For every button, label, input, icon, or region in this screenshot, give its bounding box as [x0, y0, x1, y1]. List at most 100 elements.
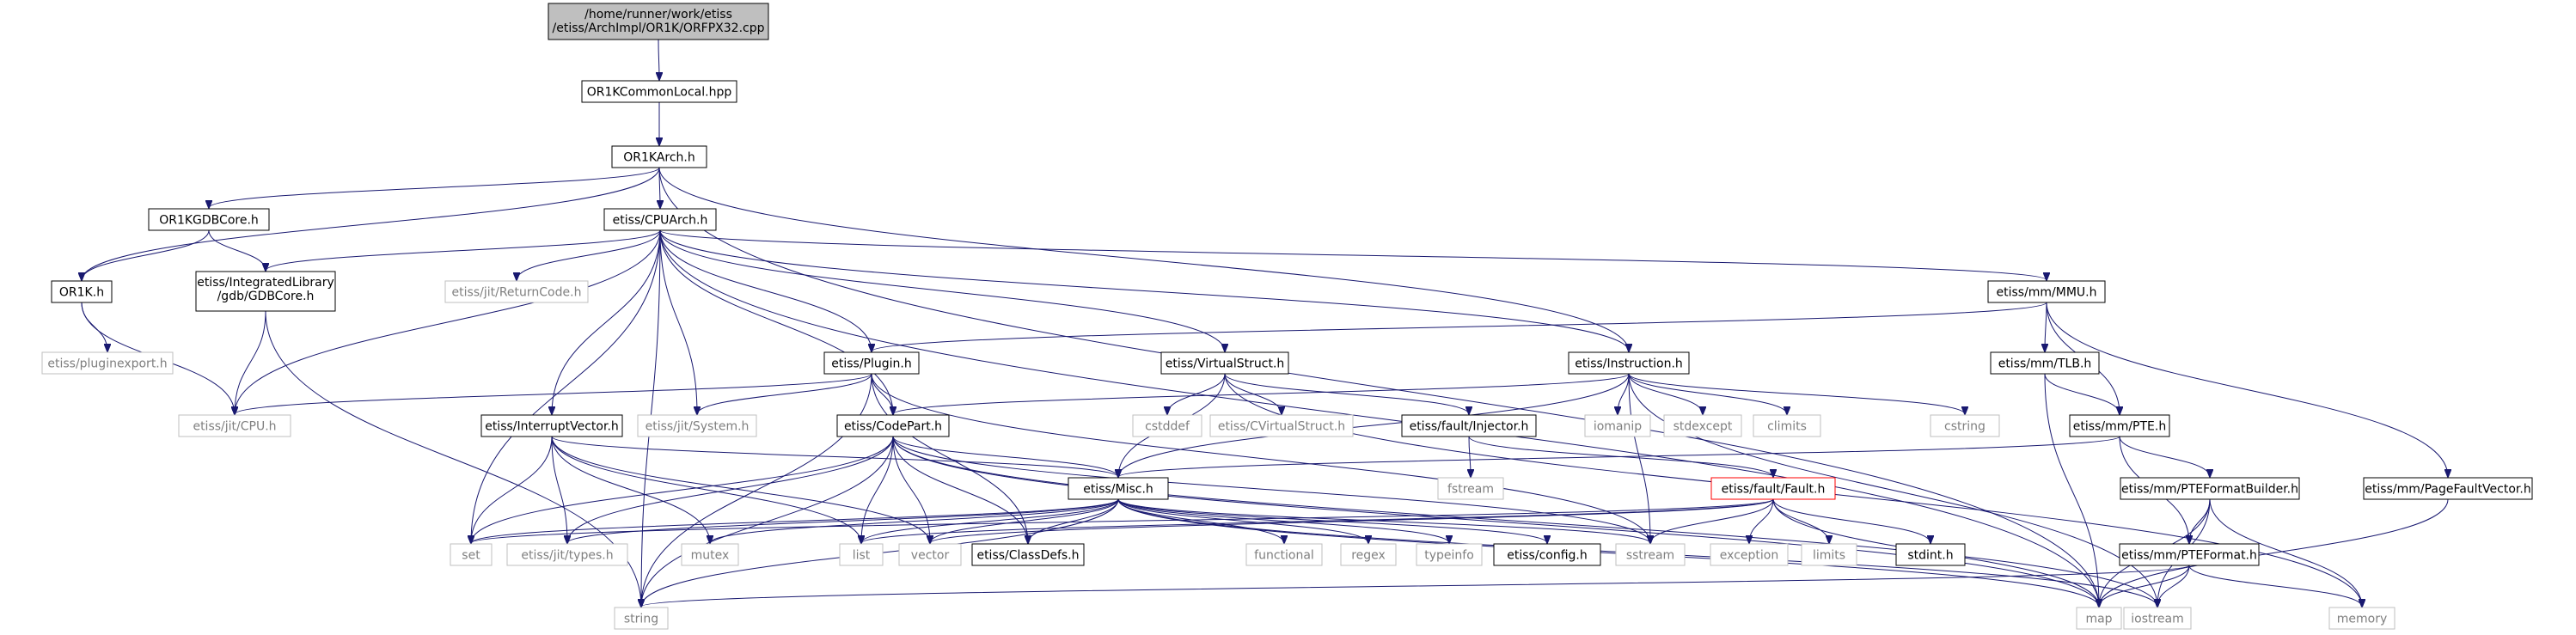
node-or1kh[interactable]: OR1K.h [51, 280, 113, 303]
node-box-jitsystem [637, 414, 757, 437]
node-or1kcommonlocal[interactable]: OR1KCommonLocal.hpp [581, 80, 737, 103]
node-label-functional: functional [1254, 549, 1314, 563]
edge-fault-to-exception [1749, 498, 1774, 543]
node-box-pluginexport [41, 351, 174, 375]
node-label-stdint: stdint.h [1907, 549, 1953, 563]
node-box-list [839, 543, 884, 566]
node-label-pluginexport: etiss/pluginexport.h [47, 357, 167, 371]
node-box-virtualstruct [1160, 351, 1289, 375]
node-pteformatbuilder[interactable]: etiss/mm/PTEFormatBuilder.h [2120, 477, 2300, 500]
node-label-mutex: mutex [691, 549, 730, 563]
node-iomanip: iomanip [1584, 414, 1651, 437]
node-box-limits [1801, 543, 1857, 566]
node-returncode: etiss/jit/ReturnCode.h [444, 280, 589, 303]
edge-codepart-to-set [471, 436, 894, 543]
node-label-pteformat: etiss/mm/PTEFormat.h [2121, 549, 2257, 563]
edge-misc-to-vector [930, 498, 1119, 543]
edge-pte-to-misc [1118, 436, 2120, 477]
node-label-stdexcept: stdexcept [1673, 420, 1733, 434]
edge-misc-to-jittypes [567, 498, 1119, 543]
node-functional: functional [1245, 543, 1323, 566]
node-box-cstddef [1132, 414, 1202, 437]
node-box-climits [1753, 414, 1821, 437]
node-gdbcore[interactable]: etiss/IntegratedLibrary/gdb/GDBCore.h [195, 271, 336, 312]
edge-or1karch-to-or1kh [82, 167, 660, 280]
node-label-or1kgdbcore: OR1KGDBCore.h [159, 214, 259, 228]
node-label-pagefaultvector: etiss/mm/PageFaultVector.h [2365, 483, 2530, 497]
edge-pteformat-to-map [2099, 565, 2190, 607]
node-sstream: sstream [1615, 543, 1686, 566]
node-pagefaultvector[interactable]: etiss/mm/PageFaultVector.h [2363, 477, 2533, 500]
node-label-set: set [462, 549, 480, 563]
node-plugin[interactable]: etiss/Plugin.h [823, 351, 920, 375]
edge-instruction-to-climits [1628, 373, 1787, 414]
edge-gdbcore-to-jitcpu [235, 310, 266, 414]
edge-cpuarch-to-interruptvector [552, 229, 661, 414]
edge-cpuarch-to-returncode [517, 229, 661, 280]
node-pteformat[interactable]: etiss/mm/PTEFormat.h [2119, 543, 2260, 566]
node-mmu[interactable]: etiss/mm/MMU.h [1987, 280, 2106, 303]
edge-interruptvector-to-misc [551, 436, 1118, 477]
node-label-tlb: etiss/mm/TLB.h [1998, 357, 2092, 371]
edge-instruction-to-sstream [1628, 373, 1650, 543]
node-box-instruction [1568, 351, 1690, 375]
node-codepart[interactable]: etiss/CodePart.h [836, 414, 950, 437]
node-box-pteformatbuilder [2120, 477, 2300, 500]
node-stdint[interactable]: stdint.h [1895, 543, 1966, 566]
edge-or1kh-to-pluginexport [81, 302, 107, 351]
edge-pteformatbuilder-to-memory [2209, 498, 2362, 607]
node-label-cstring: cstring [1944, 420, 1986, 434]
node-pte[interactable]: etiss/mm/PTE.h [2069, 414, 2170, 437]
edge-mmu-to-tlb [2045, 302, 2047, 351]
edge-pteformatbuilder-to-pteformat [2189, 498, 2211, 543]
node-label-fault: etiss/fault/Fault.h [1722, 483, 1826, 497]
node-label-pteformatbuilder: etiss/mm/PTEFormatBuilder.h [2121, 483, 2298, 497]
node-label-root-1: /etiss/ArchImpl/OR1K/ORFPX32.cpp [553, 21, 765, 35]
node-virtualstruct[interactable]: etiss/VirtualStruct.h [1160, 351, 1289, 375]
node-classdefs[interactable]: etiss/ClassDefs.h [971, 543, 1085, 566]
edge-plugin-to-jitcpu [235, 373, 872, 414]
node-box-or1kcommonlocal [581, 80, 737, 103]
edge-fault-to-list [861, 498, 1774, 543]
node-or1kgdbcore[interactable]: OR1KGDBCore.h [148, 208, 270, 231]
edge-or1kgdbcore-to-gdbcore [208, 229, 266, 271]
node-misc[interactable]: etiss/Misc.h [1068, 477, 1169, 500]
node-label-jitsystem: etiss/jit/System.h [646, 420, 750, 434]
node-label-jitcpu: etiss/jit/CPU.h [193, 420, 276, 434]
edge-cpuarch-to-virtualstruct [659, 229, 1225, 351]
node-box-sstream [1615, 543, 1686, 566]
edge-cpuarch-to-gdbcore [266, 229, 661, 271]
node-vector: vector [898, 543, 962, 566]
node-box-stdexcept [1663, 414, 1742, 437]
node-label-gdbcore-0: etiss/IntegratedLibrary [197, 276, 334, 290]
file-nodes: /home/runner/work/etiss/etiss/ArchImpl/O… [41, 3, 2533, 630]
edge-codepart-to-classdefs [892, 436, 1028, 543]
node-root[interactable]: /home/runner/work/etiss/etiss/ArchImpl/O… [548, 3, 769, 40]
node-typeinfo: typeinfo [1416, 543, 1483, 566]
edge-interruptvector-to-jittypes [551, 436, 567, 543]
node-tlb[interactable]: etiss/mm/TLB.h [1990, 351, 2100, 375]
edge-cpuarch-to-plugin [659, 229, 872, 351]
node-label-interruptvector: etiss/InterruptVector.h [485, 420, 619, 434]
node-label-instruction: etiss/Instruction.h [1575, 357, 1683, 371]
node-box-vector [898, 543, 962, 566]
node-injector[interactable]: etiss/fault/Injector.h [1401, 414, 1537, 437]
node-label-map: map [2085, 613, 2112, 626]
edge-misc-to-classdefs [1028, 498, 1119, 543]
edge-or1kgdbcore-to-or1kh [82, 229, 210, 280]
node-instruction[interactable]: etiss/Instruction.h [1568, 351, 1690, 375]
edge-codepart-to-list [861, 436, 894, 543]
edge-instruction-to-misc [1118, 373, 1630, 477]
node-or1karch[interactable]: OR1KArch.h [611, 145, 707, 168]
node-cpuarch[interactable]: etiss/CPUArch.h [603, 208, 717, 231]
node-config[interactable]: etiss/config.h [1493, 543, 1601, 566]
node-fault[interactable]: etiss/fault/Fault.h [1710, 477, 1836, 500]
node-box-stdint [1895, 543, 1966, 566]
node-interruptvector[interactable]: etiss/InterruptVector.h [480, 414, 623, 437]
node-box-pagefaultvector [2363, 477, 2533, 500]
edge-instruction-to-iomanip [1618, 373, 1630, 414]
node-box-iomanip [1584, 414, 1651, 437]
edge-codepart-to-sstream [892, 436, 1650, 543]
node-label-jittypes: etiss/jit/types.h [521, 549, 613, 563]
edge-cpuarch-to-map [659, 229, 2099, 607]
